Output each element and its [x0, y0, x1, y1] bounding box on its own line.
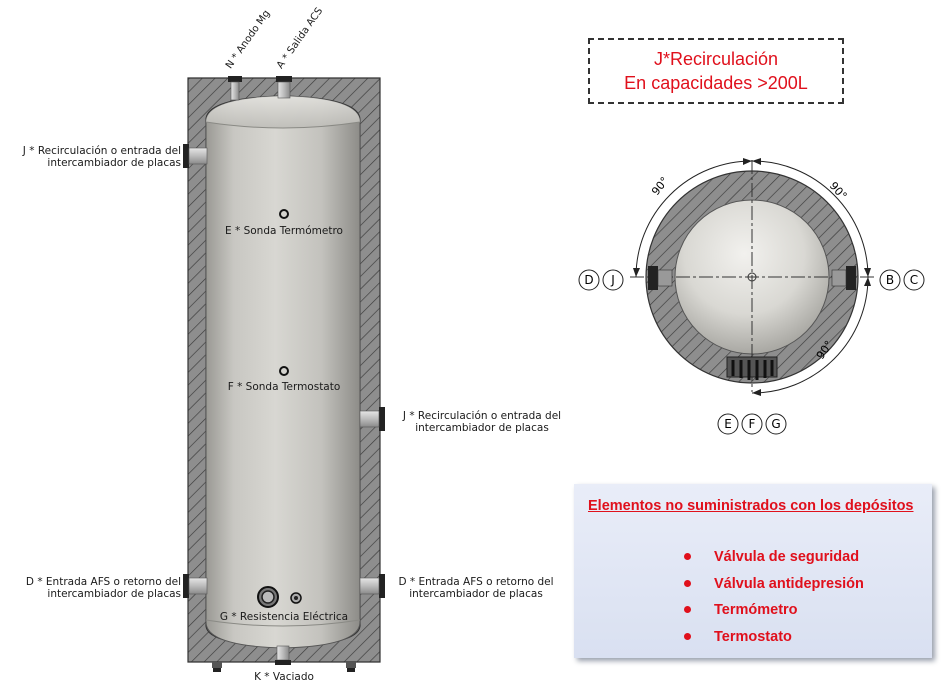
top-view-right-port	[846, 266, 856, 290]
list-item: Termostato	[684, 624, 864, 651]
cold-inlet-left-label: D * Entrada AFS o retorno del intercambi…	[26, 576, 181, 600]
top-view-left-port	[648, 266, 658, 290]
electric-resistance-port	[257, 586, 302, 608]
thermostat-probe-port	[279, 366, 289, 376]
top-view-left-letters: D J	[578, 269, 624, 291]
letter-g: G	[771, 417, 780, 431]
recirculation-left-connection	[183, 144, 208, 168]
thermometer-probe-port	[279, 209, 289, 219]
cold-inlet-left-line1: D * Entrada AFS o retorno del	[25, 576, 181, 588]
not-supplied-list: Válvula de seguridad Válvula antidepresi…	[684, 544, 864, 650]
resistencia-label: G * Resistencia Eléctrica	[219, 611, 349, 623]
top-view-right-letters: B C	[879, 269, 925, 291]
top-view-bottom-ports	[726, 356, 778, 380]
sonda-termometro-label: E * Sonda Termómetro	[225, 225, 343, 237]
tank-top-view: D J B C E F G 90° 90° 90°	[578, 158, 925, 435]
tank-body	[205, 95, 361, 649]
cold-inlet-right-line1: D * Entrada AFS o retorno del	[398, 576, 554, 588]
recirculation-right-connection	[359, 407, 385, 431]
recirculation-right-line2: intercambiador de placas	[415, 422, 549, 434]
cold-inlet-right-connection	[359, 574, 385, 598]
recirculation-left-line2: intercambiador de placas	[47, 157, 181, 169]
list-item: Válvula antidepresión	[684, 571, 864, 598]
recirculation-right-label: J * Recirculación o entrada del intercam…	[392, 410, 572, 434]
letter-d: D	[584, 273, 593, 287]
list-item-text: Válvula de seguridad	[714, 549, 860, 565]
support-feet	[212, 662, 356, 672]
bullet-icon	[684, 606, 691, 613]
recirculation-note-box: J*Recirculación En capacidades >200L	[588, 38, 844, 104]
letter-c: C	[910, 273, 918, 287]
angle-label-top-right: 90°	[827, 179, 850, 202]
not-supplied-title: Elementos no suministrados con los depós…	[588, 498, 914, 514]
angle-arc-bottom-right	[751, 276, 869, 394]
cold-inlet-right-label: D * Entrada AFS o retorno del intercambi…	[386, 576, 566, 600]
angle-arc-top-left	[635, 160, 753, 278]
angle-label-top-left: 90°	[649, 174, 671, 197]
bullet-icon	[684, 553, 691, 560]
vaciado-label: K * Vaciado	[254, 671, 314, 683]
list-item: Termómetro	[684, 597, 864, 624]
drain-connection	[275, 645, 291, 665]
hot-water-outlet-connection	[276, 76, 292, 99]
sonda-termostato-label: F * Sonda Termostato	[227, 381, 341, 393]
recirculation-left-line1: J * Recirculación o entrada del	[22, 145, 181, 157]
top-view-bottom-letters: E F G	[717, 413, 787, 435]
bullet-icon	[684, 579, 691, 587]
recirculation-right-line1: J * Recirculación o entrada del	[402, 410, 562, 422]
letter-e: E	[724, 417, 732, 431]
list-item-text: Termómetro	[714, 602, 798, 618]
recirculation-left-label: J * Recirculación o entrada del intercam…	[23, 145, 181, 169]
not-supplied-elements-box: Elementos no suministrados con los depós…	[574, 484, 932, 658]
recirculation-note-line2: En capacidades >200L	[624, 73, 808, 93]
cold-inlet-left-line2: intercambiador de placas	[47, 588, 181, 600]
letter-j: J	[610, 273, 615, 287]
letter-f: F	[749, 417, 756, 431]
list-item: Válvula de seguridad	[684, 544, 864, 571]
list-item-text: Termostato	[714, 628, 792, 645]
letter-b: B	[886, 273, 894, 287]
cold-inlet-right-line2: intercambiador de placas	[409, 588, 543, 600]
list-item-text: Válvula antidepresión	[714, 575, 864, 592]
angle-arc-top-right	[751, 160, 869, 278]
cold-inlet-left-connection	[183, 574, 208, 598]
recirculation-note-line1: J*Recirculación	[653, 49, 779, 69]
anode-connection	[228, 76, 242, 101]
bullet-icon	[684, 632, 691, 640]
